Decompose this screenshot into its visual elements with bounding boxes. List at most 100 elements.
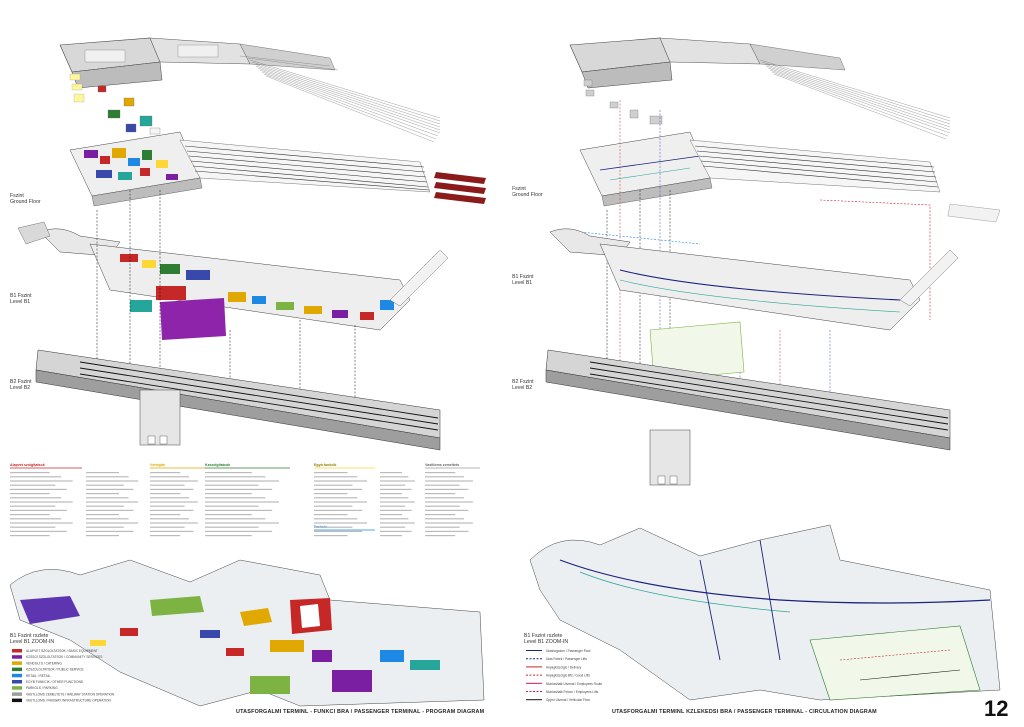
legend-text-line	[10, 505, 56, 507]
legend-text-line	[86, 493, 119, 495]
right-label-b1-en: Level B1	[512, 280, 532, 286]
legend-swatch	[12, 698, 22, 703]
right-label-b2-hu: B2 Fszint	[512, 379, 534, 385]
program-diagram-panel: Fszint Ground Floor B1 Fszint Level B1 B…	[9, 37, 486, 715]
legend-text-line	[425, 497, 465, 499]
legend-text-line	[380, 514, 402, 516]
legend-text-line	[150, 501, 198, 503]
legend-swatch	[12, 661, 22, 665]
right-zoom-label-2: Level B1 ZOOM-IN	[524, 639, 568, 645]
legend-text-line	[150, 530, 194, 532]
legend-text-line	[10, 480, 73, 482]
legend-text-line	[150, 518, 190, 520]
legend-text-line	[314, 484, 353, 486]
right-level-b1	[549, 228, 959, 381]
left-label-b2-en: Level B2	[10, 385, 30, 391]
legend-item: VENDGLTS / CATERING	[26, 661, 62, 665]
legend-text-line	[205, 505, 259, 507]
legend-col-operation: Vastlloms zemeltets	[425, 463, 459, 467]
right-level-b2	[545, 349, 951, 486]
legend-text-line	[150, 493, 181, 495]
legend-text-line	[150, 535, 181, 537]
left-zoom-label-2: Level B1 ZOOM-IN	[10, 639, 54, 645]
legend-swatch	[12, 692, 22, 696]
left-zoom-label-1: B1 Fszint rszlete	[10, 633, 48, 639]
legend-text-line	[380, 522, 415, 524]
legend-text-line	[150, 514, 181, 516]
legend-text-line	[10, 509, 67, 511]
legend-text-line	[314, 480, 368, 482]
legend-col-other: Egyb funkcik	[314, 463, 336, 467]
legend-text-line	[425, 509, 469, 511]
flow-legend-item: Munkavllalk Utvonal / Employees Route	[546, 682, 602, 686]
right-zoom-label-1: B1 Fszint rszlete	[524, 633, 562, 639]
legend-text-line	[380, 497, 409, 499]
legend-text-line	[205, 472, 252, 474]
legend-text-line	[10, 530, 67, 532]
right-footer-title: UTASFORGALMI TERMINL KZLEKEDSI BRA / PAS…	[612, 709, 877, 715]
legend-text-line	[150, 522, 198, 524]
legend-text-line	[380, 526, 406, 528]
right-station-hall	[569, 37, 846, 89]
legend-item: PARKOLS / PARKING	[26, 686, 58, 690]
legend-text-line	[10, 522, 73, 524]
legend-text-line	[150, 526, 185, 528]
legend-text-line	[205, 530, 273, 532]
legend-text-line	[86, 476, 129, 478]
legend-text-line	[314, 518, 358, 520]
left-label-ground-hu: Fszint	[10, 193, 24, 199]
legend-item: ALAPVET SZOLGLTATSOK / BASIC EQUIPMENT	[26, 649, 98, 653]
legend-text-line	[86, 509, 134, 511]
flow-legend-item: Munkavllalk Felvon / Employees Lifts	[546, 690, 599, 694]
legend-text-line	[150, 497, 190, 499]
legend-item: KZSZOLGLTATSOK / PUBLIC SERVICE	[26, 668, 84, 672]
legend-text-line	[10, 484, 56, 486]
legend-text-line	[425, 535, 456, 537]
legend-text-line	[380, 480, 415, 482]
left-label-b1-hu: B1 Fszint	[10, 293, 32, 299]
legend-text-line	[205, 535, 252, 537]
legend-text-line	[205, 501, 279, 503]
left-label-ground-en: Ground Floor	[10, 199, 41, 205]
legend-text-line	[425, 480, 473, 482]
right-label-ground-en: Ground Floor	[512, 192, 543, 198]
right-label-b1-hu: B1 Fszint	[512, 274, 534, 280]
right-zoom-perspective	[529, 524, 1001, 701]
legend-text-line	[150, 472, 181, 474]
legend-text-line	[425, 493, 456, 495]
legend-text-line	[425, 472, 456, 474]
legend-text-line	[86, 518, 129, 520]
legend-text-line	[10, 472, 50, 474]
legend-text-line	[205, 514, 252, 516]
legend-text-line	[205, 497, 266, 499]
legend-text-line	[425, 522, 473, 524]
flow-legend-item: Anyagkiszolgls / Delivery	[546, 665, 582, 669]
legend-text-line	[86, 480, 139, 482]
legend-swatch	[12, 655, 22, 659]
legend-text-line	[86, 484, 124, 486]
legend-text-line	[425, 505, 460, 507]
legend-text-line	[380, 476, 409, 478]
legend-col-basic: Alapvet szolgltatsok	[10, 463, 45, 467]
top-track-fan	[239, 55, 441, 143]
page-number: 12	[984, 696, 1008, 721]
legend-col-public: Kzszolgltatsok	[205, 463, 230, 467]
ground-track-field	[179, 139, 431, 193]
legend-text-line	[86, 530, 134, 532]
left-zoom-perspective	[9, 559, 485, 707]
legend-text-line	[314, 476, 358, 478]
legend-text-line	[86, 526, 124, 528]
legend-text-line	[314, 488, 363, 490]
legend-text-line	[425, 518, 465, 520]
legend-text-line	[314, 493, 348, 495]
legend-text-line	[86, 505, 124, 507]
red-wagons	[434, 172, 486, 204]
left-zoom-legend: ALAPVET SZOLGLTATSOK / BASIC EQUIPMENT KZ…	[12, 649, 115, 703]
legend-text-line	[314, 501, 368, 503]
legend-item: EGYB FUNKCIK / OTHER FUNCTIONS	[26, 680, 83, 684]
flow-legend-item: Utas Fstrek / Passenger Lifts	[546, 657, 587, 661]
legend-text-line	[314, 535, 348, 537]
legend-text-line	[380, 505, 406, 507]
legend-text-line	[10, 535, 50, 537]
